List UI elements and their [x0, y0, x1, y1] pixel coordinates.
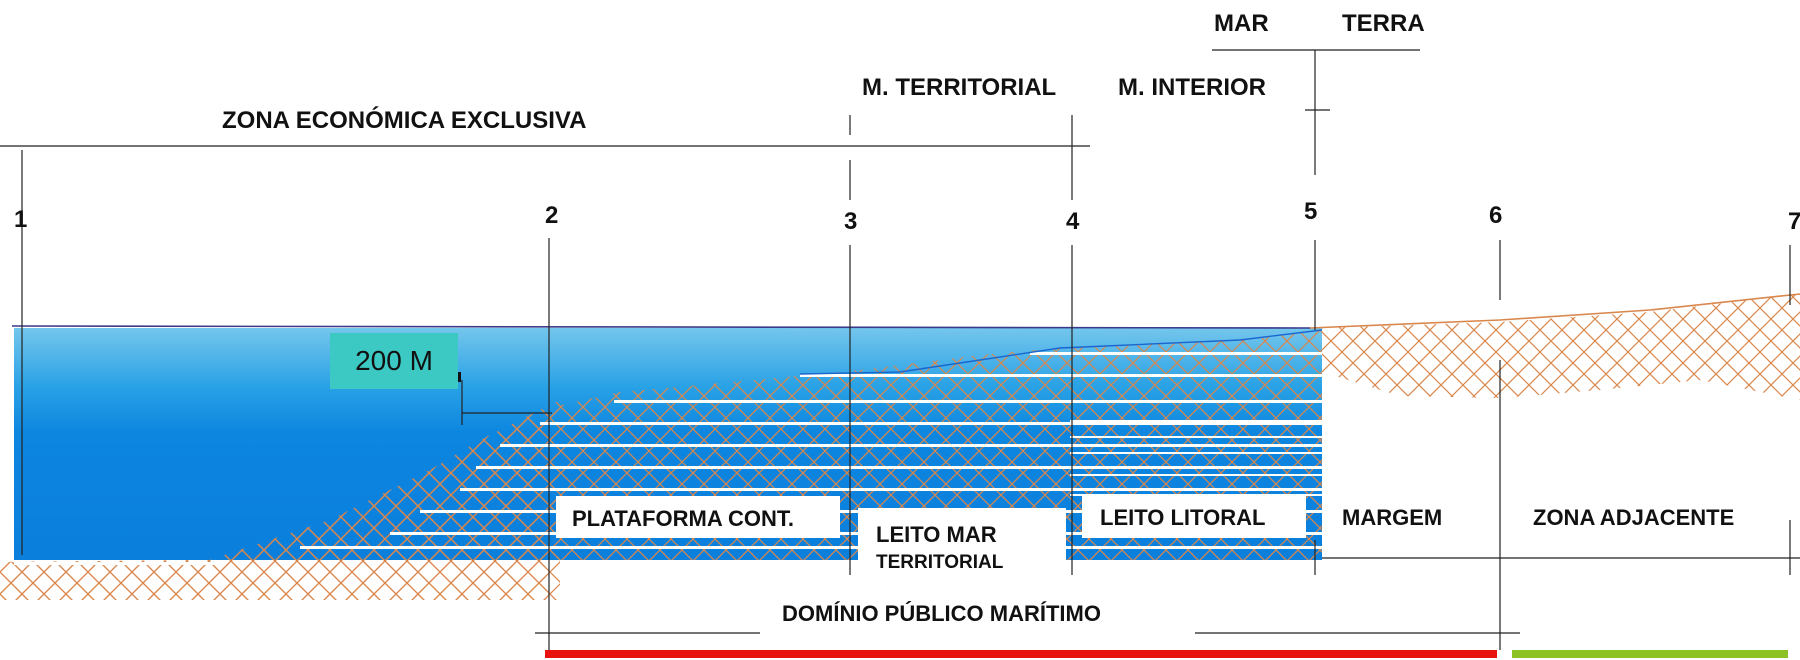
- point-6: 6: [1489, 202, 1503, 229]
- littoral-bed-label: LEITO LITORAL: [1100, 505, 1266, 530]
- seabed-hatch: [14, 330, 1322, 560]
- public-domain-label: DOMÍNIO PÚBLICO MARÍTIMO: [782, 601, 1101, 626]
- margin-label: MARGEM: [1342, 505, 1443, 530]
- public-domain-bar: [545, 650, 1497, 658]
- eez-label: ZONA ECONÓMICA EXCLUSIVA: [222, 107, 587, 134]
- point-7: 7: [1788, 208, 1800, 235]
- territorial-sea-label: M. TERRITORIAL: [862, 74, 1057, 101]
- point-1: 1: [14, 206, 28, 233]
- littoral-bed-box: [1082, 494, 1306, 538]
- inner-sea-label: M. INTERIOR: [1118, 74, 1266, 101]
- continental-shelf-label: PLATAFORMA CONT.: [572, 506, 795, 531]
- adjacent-zone-label: ZONA ADJACENTE: [1533, 505, 1735, 530]
- territorial-seabed-label-line1: LEITO MAR: [876, 522, 997, 547]
- land-label: TERRA: [1342, 10, 1425, 37]
- sea-label: MAR: [1214, 10, 1269, 37]
- point-4: 4: [1066, 208, 1080, 235]
- point-2: 2: [545, 202, 559, 229]
- territorial-seabed-label-line2: TERRITORIAL: [876, 552, 1004, 573]
- continental-shelf-box: [556, 496, 840, 538]
- land-hatch: [1322, 294, 1800, 400]
- territorial-seabed-box: [858, 508, 1066, 578]
- depth-label: 200 M: [330, 333, 458, 389]
- adjacent-zone-bar: [1512, 650, 1788, 658]
- point-5: 5: [1304, 198, 1318, 225]
- point-3: 3: [844, 208, 858, 235]
